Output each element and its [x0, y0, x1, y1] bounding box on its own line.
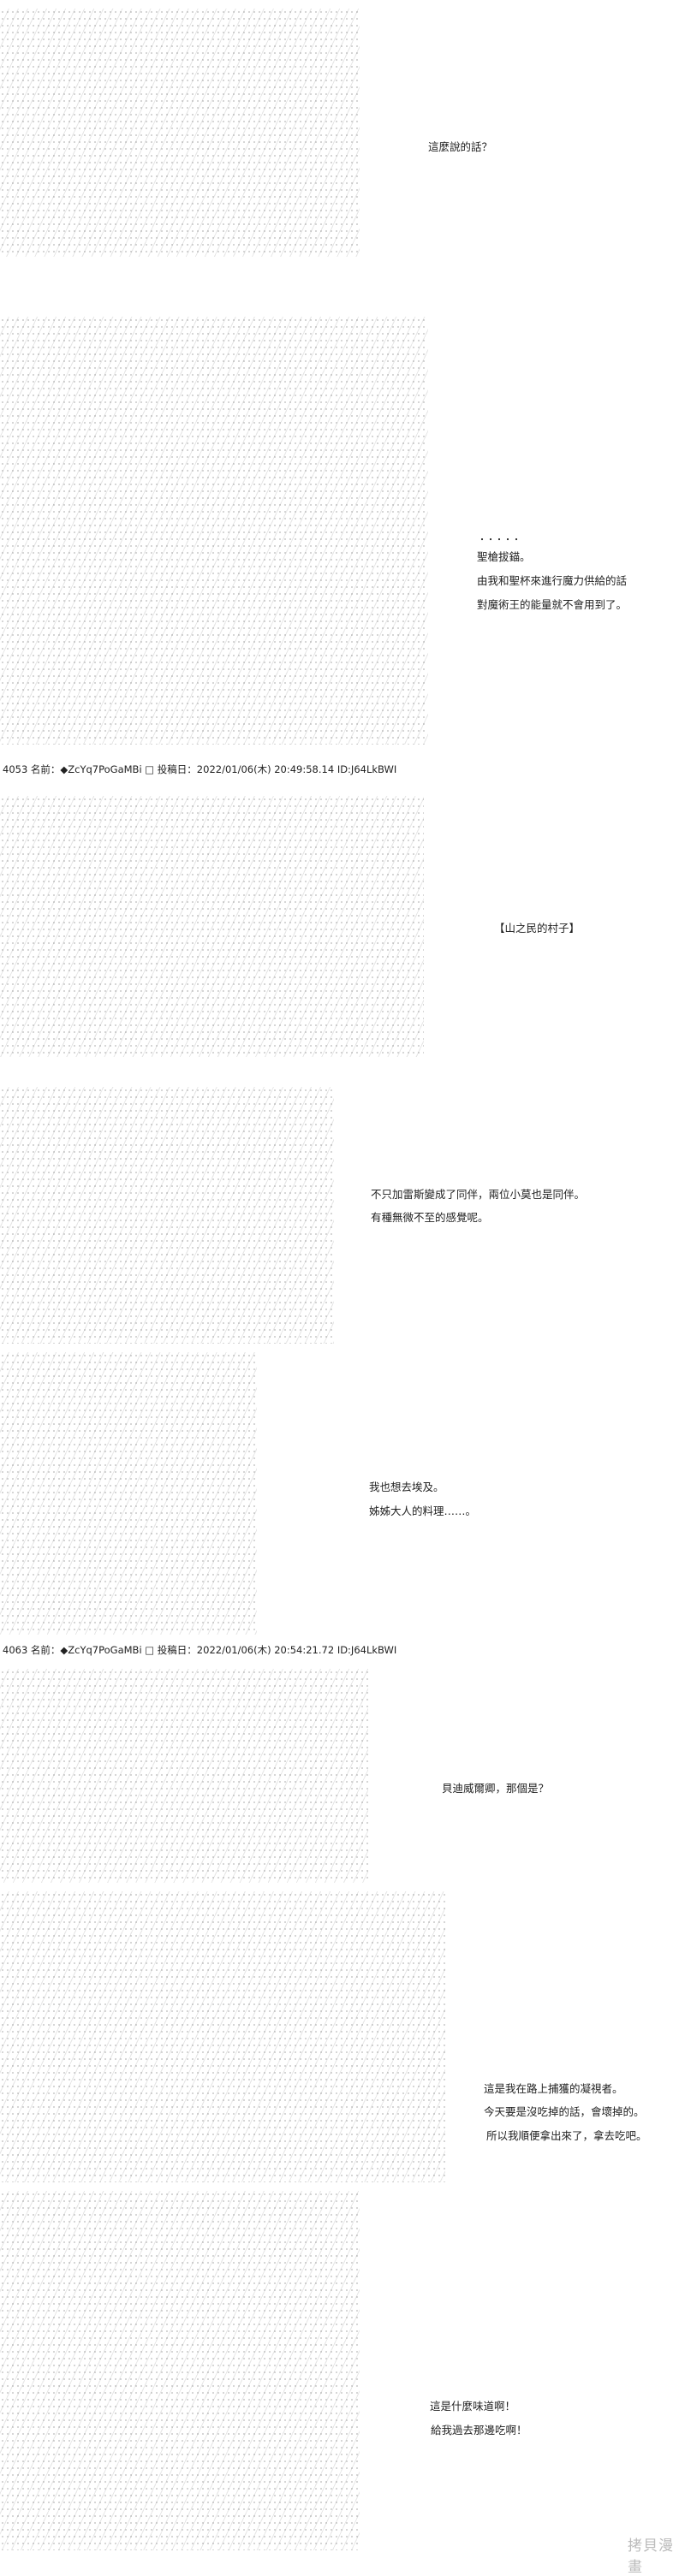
dialogue-line: 這麼說的話？: [428, 140, 493, 153]
dialogue-line: 有種無微不至的感覺呢。: [371, 1211, 489, 1224]
dialogue-line: 由我和聖杯來進行魔力供給的話: [477, 574, 628, 587]
dialogue-line: 我也想去埃及。: [369, 1481, 444, 1493]
dialogue-line: 貝迪威爾卿，那個是？: [442, 1782, 550, 1795]
dialogue-line: 聖槍拔錨。: [477, 550, 531, 563]
ascii-art-angry-character: [0, 2191, 360, 2550]
ascii-art-village-landscape: [0, 796, 424, 1057]
dialogue-line: 這是什麼味道啊！: [430, 2400, 516, 2413]
post-header: 4063 名前：◆ZcYq7PoGaMBi □ 投稿日：2022/01/06(木…: [3, 1644, 397, 1656]
ascii-art-knight: [0, 9, 360, 257]
dialogue-line: 姊姊大人的料理……。: [369, 1505, 477, 1517]
dialogue-line: 所以我順便拿出來了，拿去吃吧。: [486, 2129, 647, 2142]
dialogue-line: 給我過去那邊吃啊！: [431, 2424, 527, 2437]
ascii-art-character: [0, 1087, 334, 1344]
watermark: 拷貝漫畫: [628, 2537, 674, 2576]
dialogue-line: 對魔術王的能量就不會用到了。: [477, 598, 628, 611]
post-header: 4053 名前：◆ZcYq7PoGaMBi □ 投稿日：2022/01/06(木…: [3, 763, 397, 775]
dialogue-dots: ・・・・・: [478, 536, 521, 545]
dialogue-line: 不只加雷斯變成了同伴，兩位小莫也是同伴。: [371, 1188, 586, 1201]
dialogue-line: 這是我在路上捕獲的凝視者。: [484, 2082, 623, 2095]
dialogue-line: 今天要是沒吃掉的話，會壞掉的。: [484, 2105, 645, 2118]
ascii-art-girl: [0, 1352, 257, 1635]
ascii-art-character-holding: [0, 1891, 445, 2182]
location-caption: 【山之民的村子】: [494, 922, 581, 935]
ascii-art-sword-figure: [0, 317, 428, 745]
ascii-art-blob: [0, 1669, 368, 1883]
